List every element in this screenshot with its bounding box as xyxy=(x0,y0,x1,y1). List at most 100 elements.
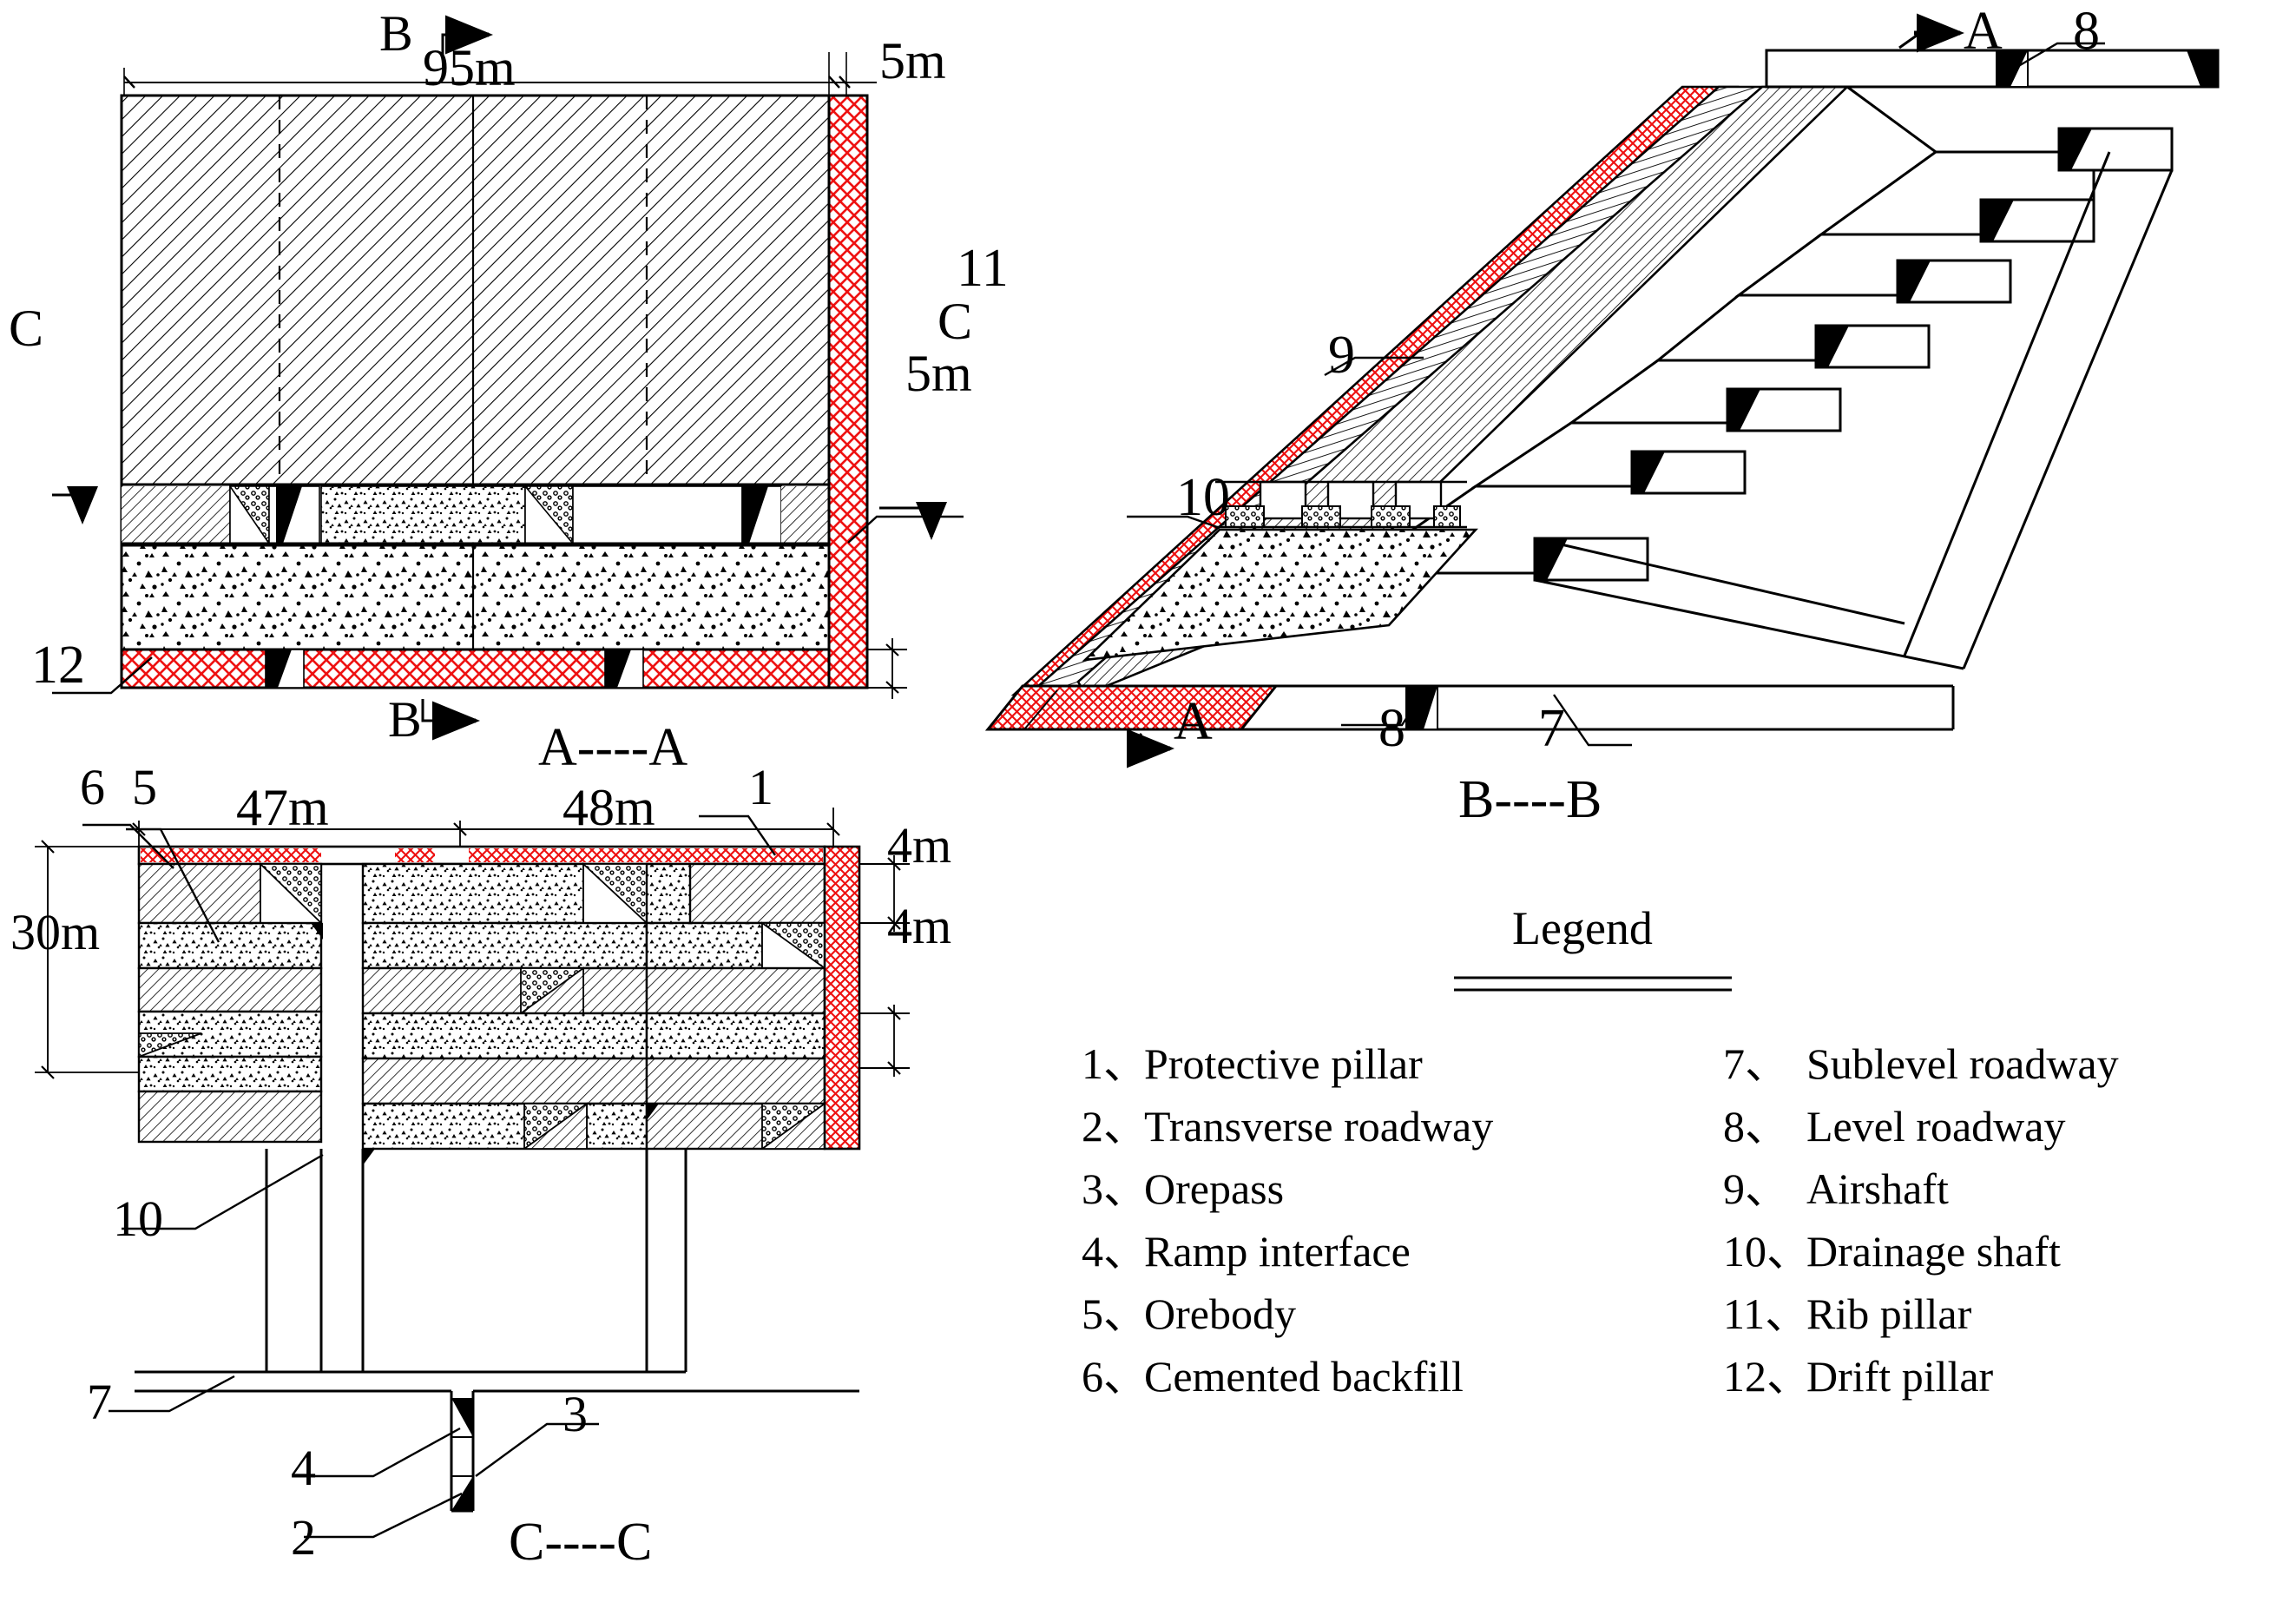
dimension-label-95m: 95m xyxy=(423,39,516,96)
legend-item-label: Rib pillar xyxy=(1806,1289,1972,1338)
legend-item-number: 9、 xyxy=(1723,1164,1788,1213)
dimension-label-30m: 30m xyxy=(10,904,101,960)
legend-item-number: 12、 xyxy=(1723,1352,1810,1401)
cc-orepass-wedges xyxy=(451,1398,473,1511)
cc-bottom-roadway xyxy=(135,1370,859,1513)
legend-item: 12、Drift pillar xyxy=(1723,1342,2296,1404)
section-marker-a-bottom xyxy=(1127,729,1174,768)
callout-label-10-bb: 10 xyxy=(1176,468,1230,527)
legend-column-right: 7、 Sublevel roadway 8、 Level roadway 9、 Airsh… xyxy=(1723,1029,2296,1404)
bb-right-rails xyxy=(1534,129,2174,670)
legend-item-label: Sublevel roadway xyxy=(1806,1039,2119,1088)
legend-item-label: Protective pillar xyxy=(1144,1039,1423,1088)
dimension-label-5m-top: 5m xyxy=(879,32,946,89)
legend-item-number: 4、 xyxy=(1082,1227,1147,1276)
bb-drainage-shafts xyxy=(1215,480,1467,529)
dimension-label-48m: 48m xyxy=(562,779,655,836)
callout-label-7-cc: 7 xyxy=(87,1374,112,1430)
cc-vertical-shafts xyxy=(265,1149,687,1372)
callout-label-4: 4 xyxy=(291,1440,316,1496)
legend-item: 11、Rib pillar xyxy=(1723,1279,2296,1342)
dimension-label-5m-bottom: 5m xyxy=(905,345,972,402)
dimension-5m-top xyxy=(829,52,877,97)
aa-backfill-lower xyxy=(120,544,831,651)
legend-item-number: 11、 xyxy=(1723,1289,1809,1338)
legend-item-number: 7、 xyxy=(1723,1039,1788,1088)
legend-item-number: 8、 xyxy=(1723,1102,1788,1151)
callout-label-6: 6 xyxy=(80,759,105,815)
section-title-aa: A----A xyxy=(538,718,688,777)
cc-right-pillar xyxy=(823,845,861,1151)
bb-sublevel-steps xyxy=(1240,85,2109,625)
legend-item-number: 2、 xyxy=(1082,1102,1147,1151)
legend-divider xyxy=(1454,976,1732,992)
section-marker-c-right xyxy=(879,502,947,540)
callout-label-8-top: 8 xyxy=(2073,2,2100,61)
section-marker-label-b-bottom: B xyxy=(388,691,422,748)
legend-item-number: 1、 xyxy=(1082,1039,1147,1088)
cc-right-panel xyxy=(645,862,827,1151)
callout-12-leader xyxy=(52,656,153,695)
legend-item: 5、Orebody xyxy=(1082,1279,1724,1342)
section-marker-a-top xyxy=(1898,13,1964,53)
legend-item-label: Drift pillar xyxy=(1806,1352,1994,1401)
cc-left-panel xyxy=(137,861,324,1144)
section-cc xyxy=(35,808,910,1539)
section-marker-label-b-top: B xyxy=(379,5,413,62)
legend-item: 9、 Airshaft xyxy=(1723,1154,2296,1217)
legend-item-label: Level roadway xyxy=(1806,1102,2066,1151)
cc-middle-panel xyxy=(361,861,649,1165)
legend-item-label: Airshaft xyxy=(1806,1164,1949,1213)
legend-title: Legend xyxy=(1512,902,1653,954)
section-aa xyxy=(52,15,964,741)
dimension-5m-bottom xyxy=(867,638,907,699)
section-bb xyxy=(984,13,2220,768)
cc-callout-leaders xyxy=(82,814,776,1539)
callout-label-9: 9 xyxy=(1328,326,1355,385)
callout-label-1: 1 xyxy=(748,759,773,815)
legend-item: 4、Ramp interface xyxy=(1082,1217,1724,1279)
bb-bottom-drift-pillar xyxy=(984,684,1280,731)
legend-item: 10、Drainage shaft xyxy=(1723,1217,2296,1279)
legend-item: 6、Cemented backfill xyxy=(1082,1342,1724,1404)
section-marker-label-a-bottom: A xyxy=(1174,692,1213,751)
aa-roadway-band xyxy=(120,483,831,547)
section-marker-label-a-top: A xyxy=(1964,2,2003,61)
dimension-label-4m-upper: 4m xyxy=(887,817,952,874)
bb-roadway-boxes xyxy=(1533,127,2174,582)
section-title-cc: C----C xyxy=(509,1513,653,1572)
dimension-30m xyxy=(35,840,143,1079)
legend-item-label: Transverse roadway xyxy=(1144,1102,1494,1151)
legend-item-label: Drainage shaft xyxy=(1806,1227,2061,1276)
legend-item-number: 6、 xyxy=(1082,1352,1147,1401)
legend-item-label: Orebody xyxy=(1144,1289,1296,1338)
bb-top-level-roadway xyxy=(1765,49,2220,89)
aa-drift-pillar xyxy=(120,648,831,689)
section-marker-c-left xyxy=(52,486,98,524)
dimension-4m-lower xyxy=(859,1005,910,1077)
legend-item-label: Ramp interface xyxy=(1144,1227,1411,1276)
dimension-4m-upper xyxy=(859,855,910,932)
callout-label-10-cc: 10 xyxy=(113,1190,163,1247)
aa-rib-pillar xyxy=(827,94,869,689)
legend-item: 7、 Sublevel roadway xyxy=(1723,1029,2296,1091)
legend-item-number: 10、 xyxy=(1723,1227,1810,1276)
callout-label-3: 3 xyxy=(562,1386,588,1442)
callout-label-12: 12 xyxy=(31,636,85,695)
dimension-label-4m-lower: 4m xyxy=(887,898,952,954)
aa-orebody-upper xyxy=(120,94,831,486)
callout-label-7-bb: 7 xyxy=(1538,699,1565,758)
section-marker-b-top xyxy=(441,15,493,56)
legend-item: 1、Protective pillar xyxy=(1082,1029,1724,1091)
legend-item: 8、 Level roadway xyxy=(1723,1091,2296,1154)
legend-item-label: Cemented backfill xyxy=(1144,1352,1464,1401)
section-marker-label-c-right: C xyxy=(937,293,973,350)
section-marker-b-bottom xyxy=(421,699,480,741)
legend-item-label: Orepass xyxy=(1144,1164,1285,1213)
section-title-bb: B----B xyxy=(1458,770,1602,829)
legend-item-number: 5、 xyxy=(1082,1289,1147,1338)
legend-item: 2、Transverse roadway xyxy=(1082,1091,1724,1154)
